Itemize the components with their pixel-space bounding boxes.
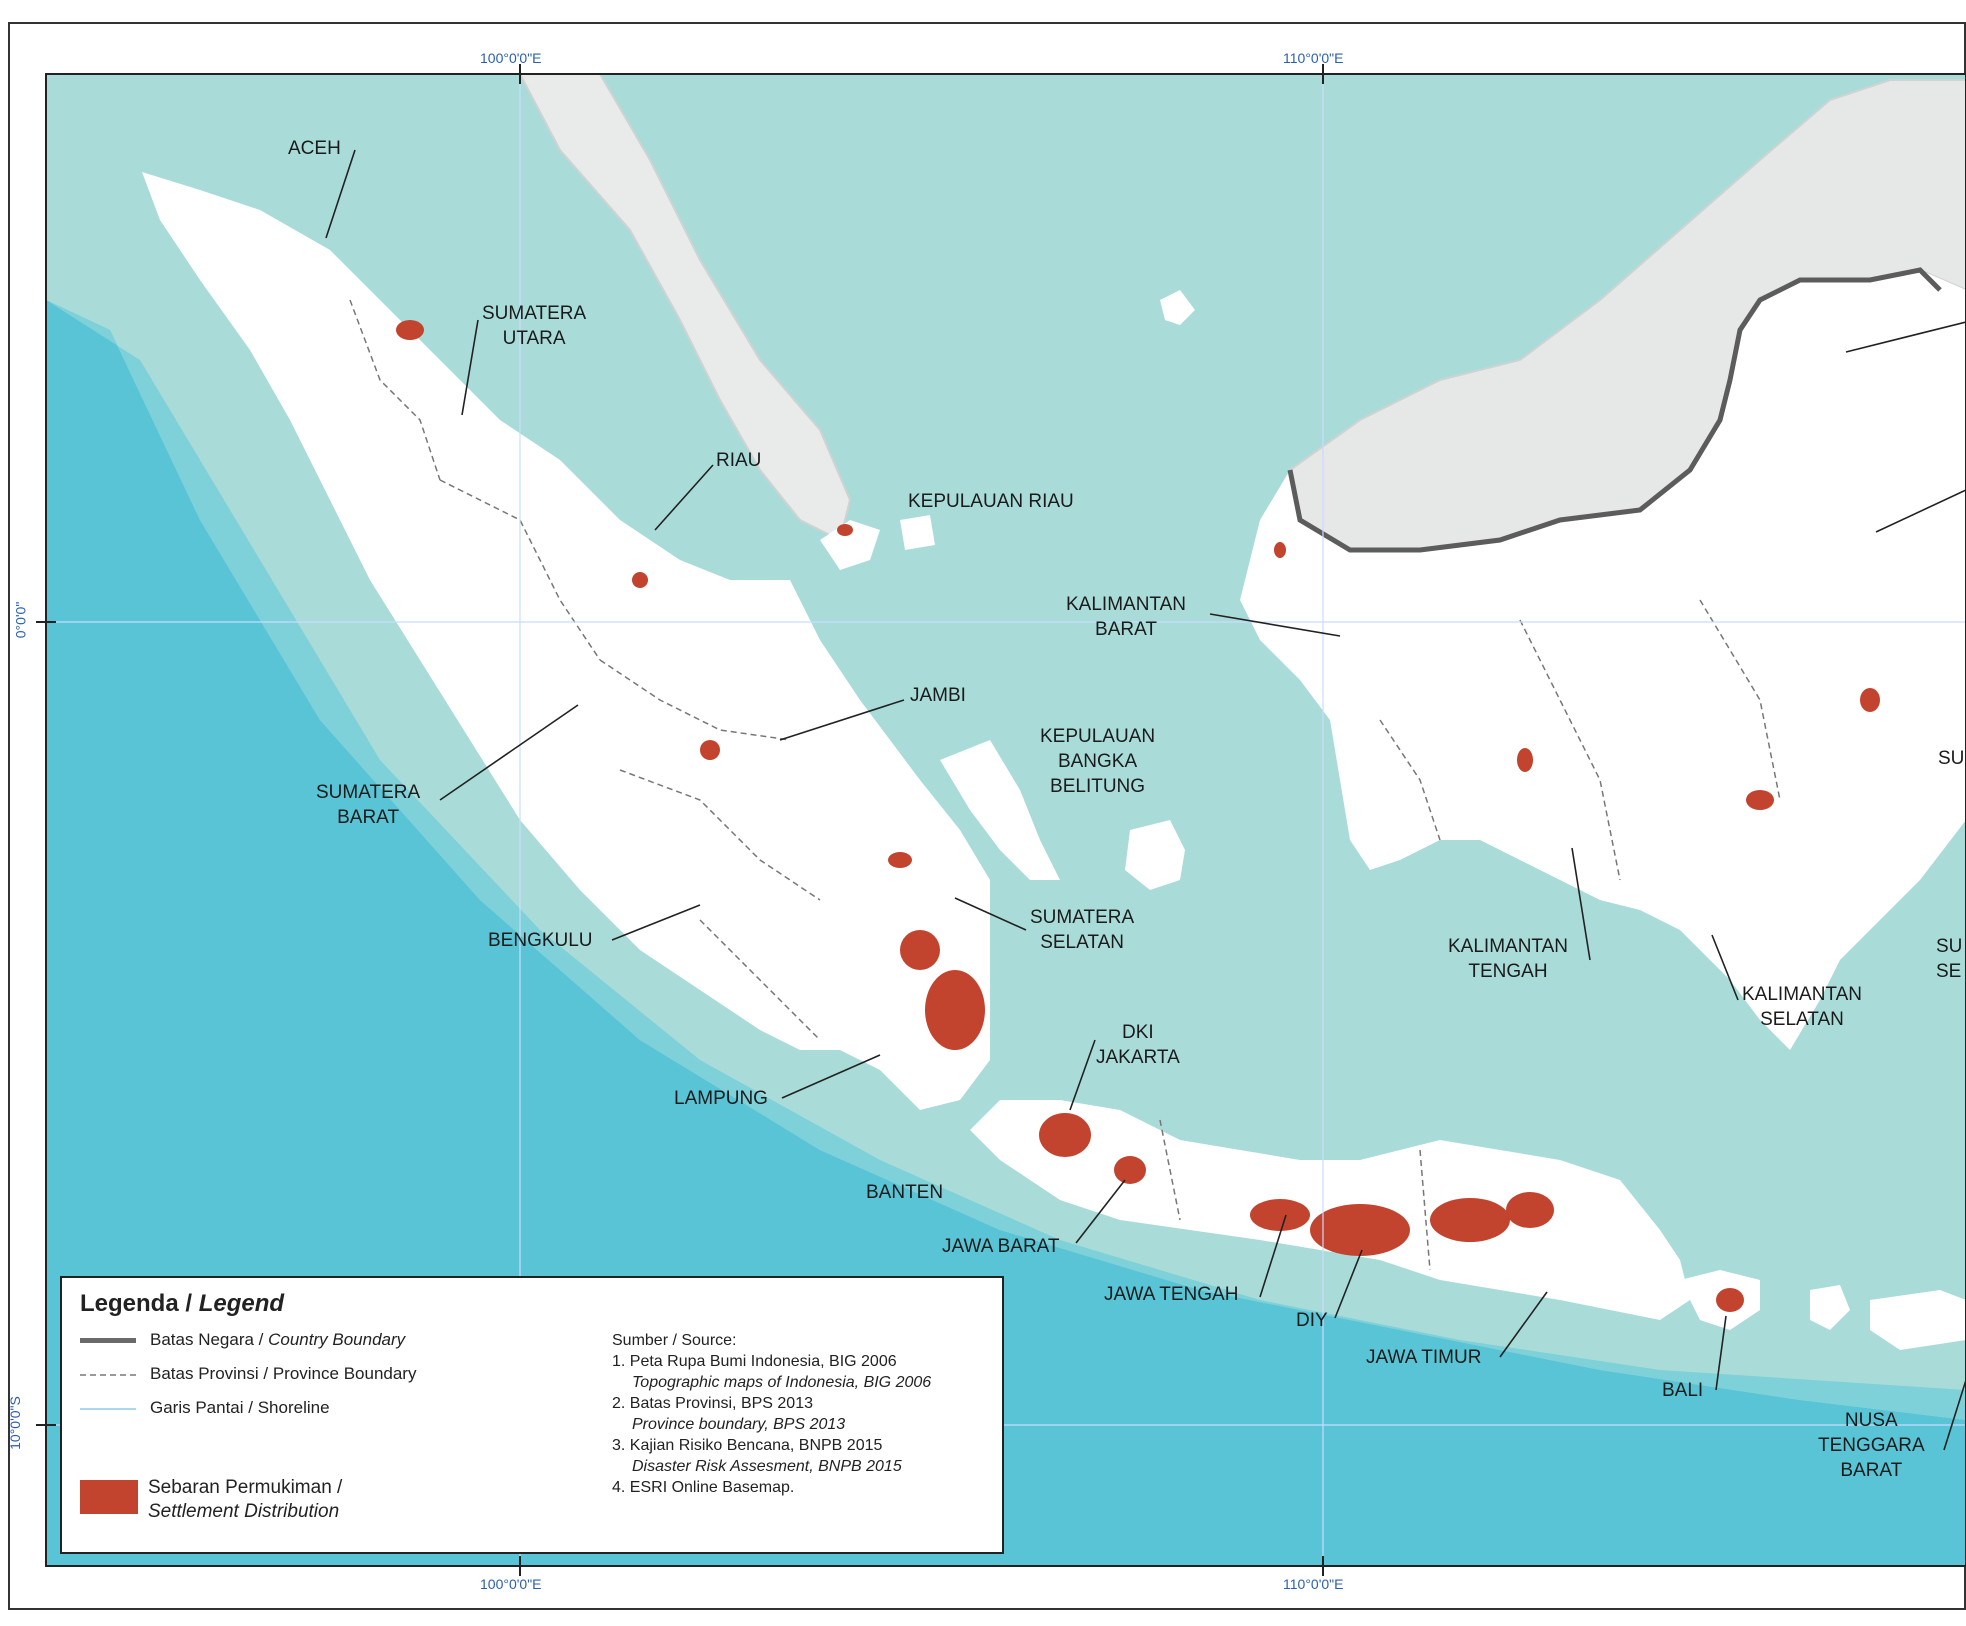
- settlement-patches: [396, 320, 1880, 1312]
- source-item: 2. Batas Provinsi, BPS 2013: [612, 1395, 813, 1412]
- legend-box: Legenda / Legend Batas Negara / Country …: [60, 1276, 1004, 1554]
- settlement-label-en: Settlement Distribution: [148, 1501, 340, 1522]
- label-jambi: JAMBI: [910, 685, 966, 706]
- coord-left-equator: 0°0'0": [12, 601, 29, 639]
- coord-bottom-100e: 100°0'0"E: [480, 1576, 542, 1592]
- source-item-sub: Province boundary, BPS 2013: [632, 1416, 846, 1433]
- map-inner-border: [45, 73, 1966, 1567]
- province-boundary-symbol: [80, 1373, 136, 1376]
- province-boundaries: [349, 299, 1781, 1271]
- legend-province-boundary: Batas Provinsi / Province Boundary: [80, 1364, 416, 1384]
- coord-top-110e: 110°0'0"E: [1283, 50, 1344, 66]
- belitung-island: [1125, 820, 1185, 890]
- legend-shoreline: Garis Pantai / Shoreline: [80, 1398, 330, 1418]
- country-boundary: [1287, 267, 1942, 553]
- coord-top-100e: 100°0'0"E: [480, 50, 542, 66]
- sumbawa-island: [1870, 1290, 1966, 1350]
- kalimantan-island: [1240, 270, 1966, 1050]
- source-item: 1. Peta Rupa Bumi Indonesia, BIG 2006: [612, 1353, 897, 1370]
- label-jawa-timur: JAWA TIMUR: [1366, 1347, 1482, 1368]
- sources-block: Sumber / Source: 1. Peta Rupa Bumi Indon…: [612, 1330, 931, 1498]
- label-bengkulu: BENGKULU: [488, 930, 593, 951]
- settlement-swatch: [80, 1480, 138, 1514]
- label-jawa-barat: JAWA BARAT: [942, 1236, 1060, 1257]
- label-banten: BANTEN: [866, 1182, 944, 1203]
- source-item: 3. Kajian Risiko Bencana, BNPB 2015: [612, 1437, 883, 1454]
- label-kepulauan-riau: KEPULAUAN RIAU: [908, 491, 1074, 512]
- lombok-island: [1810, 1285, 1850, 1330]
- sources-heading: Sumber / Source:: [612, 1332, 737, 1349]
- deep-ocean: [46, 300, 1966, 1566]
- label-sulawesi-partial-1: SU: [1938, 748, 1965, 769]
- country-boundary-symbol: [80, 1338, 136, 1344]
- source-item-sub: Topographic maps of Indonesia, BIG 2006: [632, 1374, 932, 1391]
- legend-title: Legenda / Legend: [80, 1290, 285, 1317]
- coord-bottom-110e: 110°0'0"E: [1283, 1576, 1344, 1592]
- bangka-island: [940, 740, 1060, 880]
- label-jawa-tengah: JAWA TENGAH: [1104, 1284, 1239, 1305]
- settlement-label-id: Sebaran Permukiman /: [148, 1477, 343, 1498]
- legend-country-boundary: Batas Negara / Country Boundary: [80, 1330, 405, 1350]
- label-aceh: ACEH: [288, 138, 341, 159]
- leader-lines: [325, 149, 1966, 1451]
- shoreline-symbol: [80, 1407, 136, 1410]
- source-item-sub: Disaster Risk Assesment, BNPB 2015: [632, 1458, 902, 1475]
- label-bali: BALI: [1662, 1380, 1704, 1401]
- sumatra-island: [142, 172, 990, 1110]
- label-lampung: LAMPUNG: [674, 1088, 768, 1109]
- riau-islands: [820, 290, 1195, 570]
- source-item: 4. ESRI Online Basemap.: [612, 1479, 795, 1496]
- tick-marks: [36, 64, 1324, 1576]
- label-riau: RIAU: [716, 450, 762, 471]
- label-diy: DIY: [1296, 1310, 1328, 1331]
- coord-left-10s: 10°0'0"S: [6, 1396, 23, 1450]
